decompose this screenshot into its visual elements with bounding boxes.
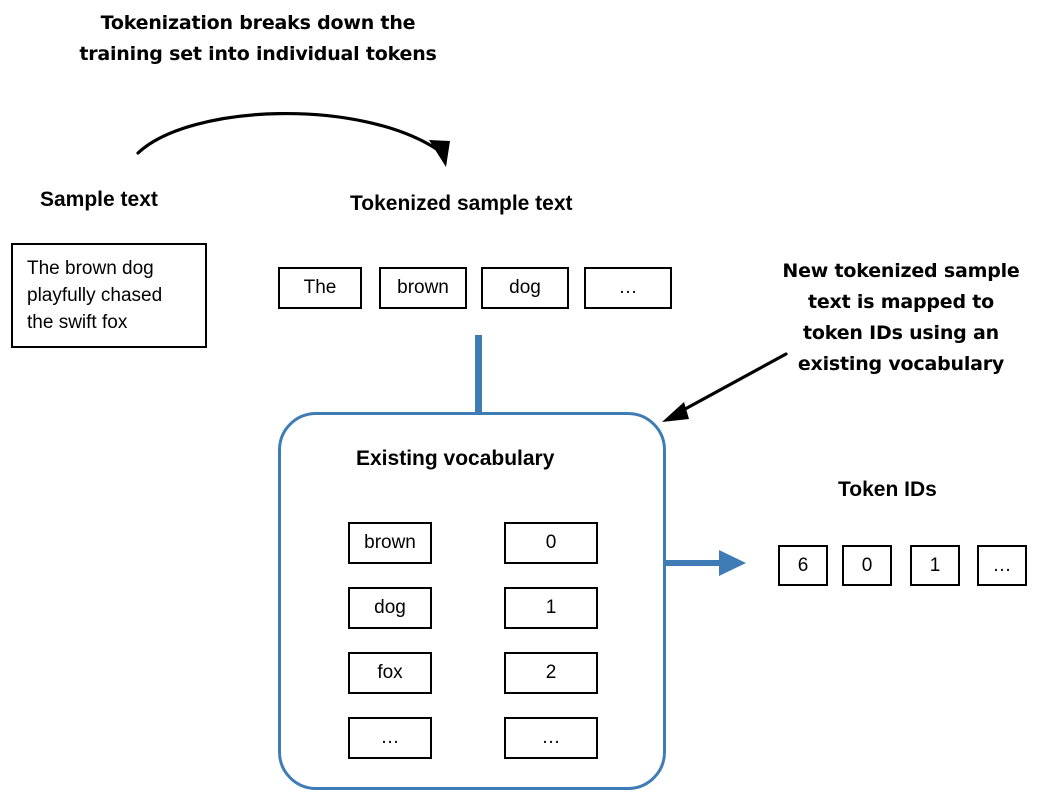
token-id-box: 0 [842,545,892,586]
page-title-tokenized-sample-text: Tokenized sample text [350,192,573,215]
page-title-token-ids: Token IDs [838,478,937,501]
sample-text-box: The brown dog playfully chased the swift… [11,243,207,348]
vocab-word-box: fox [348,652,432,694]
token-box: dog [481,267,569,309]
vocab-id-box: 1 [504,587,598,629]
vocab-word-box: dog [348,587,432,629]
blue-connector-vertical [475,335,482,415]
diagonal-arrow-icon [662,352,788,422]
page-title-sample-text: Sample text [40,188,158,211]
token-id-box: 6 [778,545,828,586]
existing-vocabulary-panel [278,412,666,790]
tokenization-annotation: Tokenization breaks down the training se… [79,12,437,65]
vocab-id-box: 0 [504,522,598,564]
curved-arrow-icon [136,111,450,167]
vocab-word-box: … [348,717,432,759]
page-title-existing-vocabulary: Existing vocabulary [356,447,555,470]
token-box: … [584,267,672,309]
mapping-annotation: New tokenized sample text is mapped to t… [782,260,1020,375]
token-id-box: … [977,545,1027,586]
token-id-box: 1 [910,545,960,586]
vocab-word-box: brown [348,522,432,564]
token-box: The [278,267,362,309]
vocab-id-box: 2 [504,652,598,694]
vocab-id-box: … [504,717,598,759]
token-box: brown [379,267,467,309]
blue-arrow-icon [665,550,746,576]
